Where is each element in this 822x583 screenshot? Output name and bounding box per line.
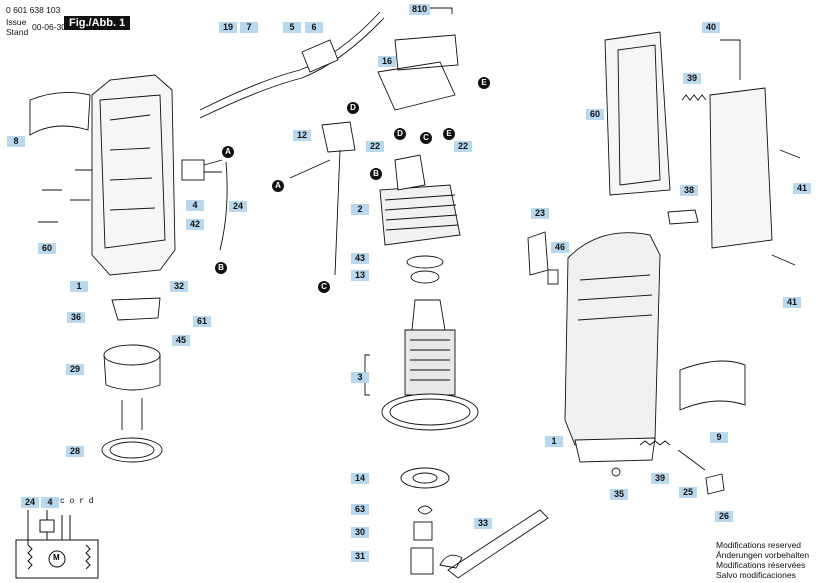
doc-number: 0 601 638 103 bbox=[6, 5, 61, 15]
part-number-label: 42 bbox=[186, 219, 204, 230]
connector-marker-a: A bbox=[272, 180, 284, 192]
connector-marker-c: C bbox=[420, 132, 432, 144]
part-number-label: 32 bbox=[170, 281, 188, 292]
part-number-label: 45 bbox=[172, 335, 190, 346]
figure-label: Fig./Abb. 1 bbox=[64, 16, 131, 30]
note-en: Modifications reserved bbox=[716, 540, 802, 550]
part-number-label: 29 bbox=[66, 364, 84, 375]
connector-marker-e: E bbox=[478, 77, 490, 89]
part-number-label: 16 bbox=[378, 56, 396, 67]
part-number-label: 8 bbox=[7, 136, 25, 147]
part-number-label: 60 bbox=[586, 109, 604, 120]
part-number-label: 4 bbox=[41, 497, 59, 508]
part-number-label: 22 bbox=[366, 141, 384, 152]
connector-marker-d: D bbox=[347, 102, 359, 114]
connector-marker-b: B bbox=[215, 262, 227, 274]
part-number-label: 36 bbox=[67, 312, 85, 323]
connector-marker-e: E bbox=[443, 128, 455, 140]
part-number-label: 4 bbox=[186, 200, 204, 211]
part-number-label: 39 bbox=[651, 473, 669, 484]
part-number-label: 33 bbox=[474, 518, 492, 529]
part-number-label: 1 bbox=[545, 436, 563, 447]
part-number-label: 14 bbox=[351, 473, 369, 484]
note-es: Salvo modificaciones bbox=[716, 570, 796, 580]
part-number-label: 41 bbox=[783, 297, 801, 308]
connector-marker-c: C bbox=[318, 281, 330, 293]
part-number-label: 1 bbox=[70, 281, 88, 292]
part-number-label: 26 bbox=[715, 511, 733, 522]
issue-label: Issue bbox=[6, 17, 27, 27]
part-number-label: 19 bbox=[219, 22, 237, 33]
part-number-label: 40 bbox=[702, 22, 720, 33]
part-number-label: 28 bbox=[66, 446, 84, 457]
part-number-label: 30 bbox=[351, 527, 369, 538]
part-number-label: 810 bbox=[409, 4, 431, 15]
part-number-label: 61 bbox=[193, 316, 211, 327]
part-number-label: 22 bbox=[454, 141, 472, 152]
part-number-label: 35 bbox=[610, 489, 628, 500]
part-number-label: 7 bbox=[240, 22, 258, 33]
part-number-label: 43 bbox=[351, 253, 369, 264]
part-number-label: 23 bbox=[531, 208, 549, 219]
part-number-label: 5 bbox=[283, 22, 301, 33]
part-number-label: 46 bbox=[551, 242, 569, 253]
part-number-label: 2 bbox=[351, 204, 369, 215]
connector-marker-b: B bbox=[370, 168, 382, 180]
part-number-label: 6 bbox=[305, 22, 323, 33]
part-number-label: 12 bbox=[293, 130, 311, 141]
part-number-label: 3 bbox=[351, 372, 369, 383]
part-number-label: 41 bbox=[793, 183, 811, 194]
part-number-label: 31 bbox=[351, 551, 369, 562]
part-number-label: 38 bbox=[680, 185, 698, 196]
issue-date: 00-06-30 bbox=[32, 22, 67, 32]
note-fr: Modifications réservées bbox=[716, 560, 806, 570]
part-number-label: 60 bbox=[38, 243, 56, 254]
note-de: Änderungen vorbehalten bbox=[716, 550, 810, 560]
part-number-label: 39 bbox=[683, 73, 701, 84]
motor-label: M bbox=[53, 553, 60, 562]
part-number-label: 24 bbox=[229, 201, 247, 212]
connector-marker-a: A bbox=[222, 146, 234, 158]
part-number-label: 25 bbox=[679, 487, 697, 498]
connector-marker-d: D bbox=[394, 128, 406, 140]
part-number-label: 13 bbox=[351, 270, 369, 281]
cord-label: c o r d bbox=[60, 497, 94, 506]
part-number-label: 24 bbox=[21, 497, 39, 508]
motor-symbol bbox=[48, 550, 66, 568]
part-number-label: 9 bbox=[710, 432, 728, 443]
part-number-label: 63 bbox=[351, 504, 369, 515]
stand-label: Stand bbox=[6, 27, 29, 37]
